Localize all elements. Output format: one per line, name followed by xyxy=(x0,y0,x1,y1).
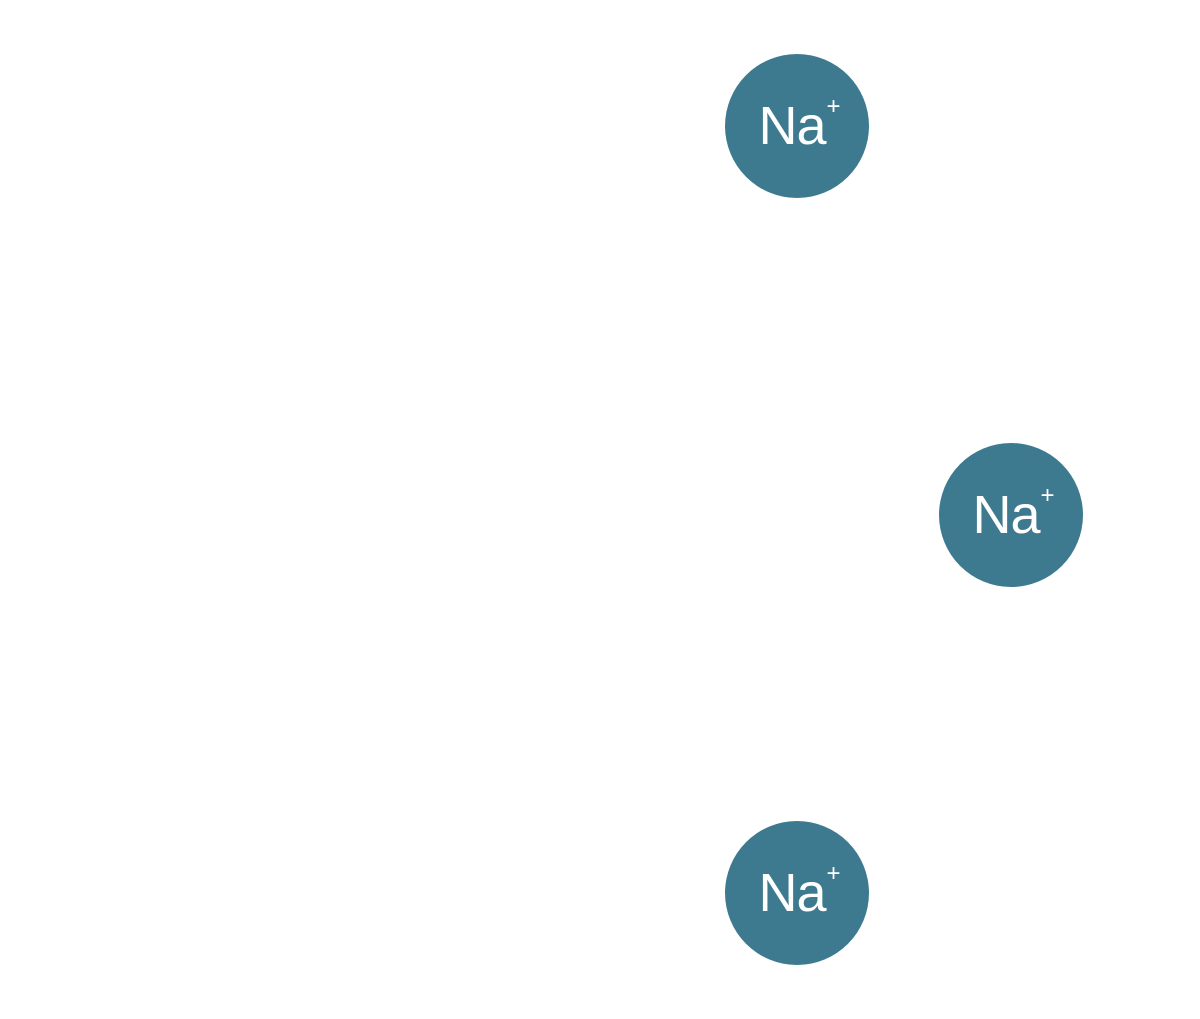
ion-charge: + xyxy=(826,93,841,120)
ion-symbol: Na xyxy=(758,96,826,156)
ion-charge: + xyxy=(1040,482,1055,509)
ion-charge: + xyxy=(826,860,841,887)
ion-symbol: Na xyxy=(758,863,826,923)
ion-symbol: Na xyxy=(972,485,1040,545)
sodium-ion: Na+ xyxy=(725,821,869,965)
sodium-ion: Na+ xyxy=(939,443,1083,587)
sodium-ion: Na+ xyxy=(725,54,869,198)
